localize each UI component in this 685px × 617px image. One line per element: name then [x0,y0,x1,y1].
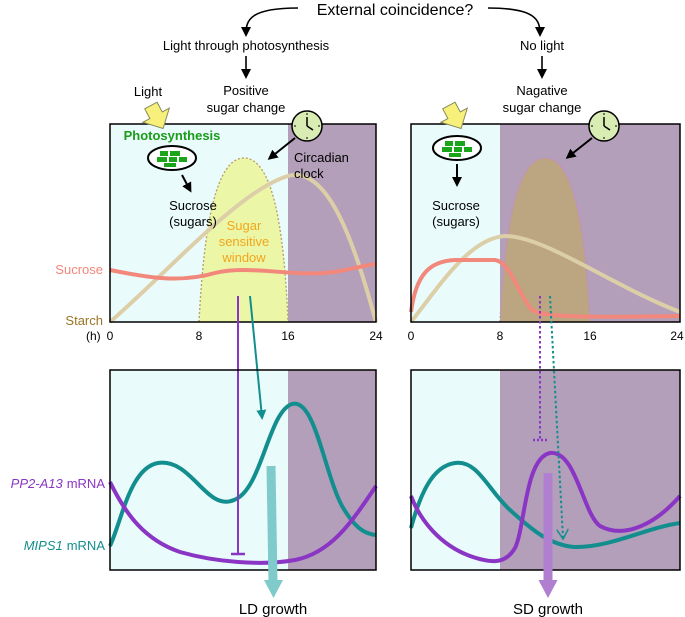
panel-border-bottom [109,369,377,571]
panel-border-sd [410,123,681,323]
tick-left-0: 0 [107,329,114,343]
photosynthesis-label: Photosynthesis [124,128,221,143]
sugar-window-border-sd [499,157,591,323]
circadian-label-1: Circadian [294,150,349,165]
mips1-mrna: mRNA [67,538,106,553]
window-label-3: window [221,250,266,265]
panel-border [109,123,377,323]
panel-bottom-left [108,295,378,571]
sugar-window-border [198,157,289,323]
clock-arrow-left [267,137,296,160]
mips1-label: MIPS1 mRNA [24,538,106,553]
induction-arrow-ld [249,295,267,420]
chloroplast-to-sucrose-arrow [181,174,192,193]
tick-left-16: 16 [281,329,295,343]
branch-arrow-right [487,7,545,37]
sucrose-label-2: (sugars) [169,214,217,229]
tick-left-8: 8 [196,329,203,343]
sucrose-label-sd-1: Sucrose [432,198,480,213]
sucrose-label-1: Sucrose [169,198,217,213]
sucrose-axis-label: Sucrose [55,262,103,277]
pp2-curve-sd [409,451,682,564]
starch-curve-sd [409,233,681,324]
starch-curve [108,173,378,324]
panel-bottom-right [409,295,682,571]
panel-top-left [108,123,378,324]
sd-growth-arrow [538,473,558,598]
tick-right-8: 8 [497,329,504,343]
light-label: Light [134,84,163,99]
question-title: External coincidence? [317,2,474,19]
mips1-curve-sd [409,460,681,550]
tick-left-24: 24 [369,329,383,343]
tick-right-24: 24 [670,329,684,343]
pp2-mrna: mRNA [67,476,106,491]
tick-right-0: 0 [408,329,415,343]
right-change-line1: Nagative [516,83,567,98]
left-change-line2: sugar change [207,100,286,115]
night-region [288,124,376,322]
chloroplast-icon [147,145,197,171]
sucrose-label-sd-2: (sugars) [432,214,480,229]
window-label-1: Sugar [227,218,262,233]
sugar-sensitive-window [199,158,288,322]
circadian-clock-icon [291,110,323,142]
chloroplast-icon-sd [432,135,482,161]
ld-growth-label: LD growth [239,601,307,617]
ld-growth-arrow [264,465,283,598]
mips1-curve [108,401,377,547]
branch-arrow-left [241,7,299,37]
sugar-sensitive-window-sd [500,158,590,322]
hours-unit-label: (h) [86,329,101,343]
sucrose-curve-sd [409,258,681,319]
night-region-bottom [288,370,376,570]
sd-growth-label: SD growth [513,601,583,617]
pp2-gene-name: PP2-A13 [11,476,64,491]
sucrose-curve [109,262,377,281]
circadian-clock-icon-sd [588,110,620,142]
left-change-line1: Positive [223,83,269,98]
left-condition-label: Light through photosynthesis [163,38,330,53]
clock-arrow-right [565,137,593,159]
day-region-bottom-sd [411,370,500,570]
right-change-line2: sugar change [503,100,582,115]
tick-right-16: 16 [583,329,597,343]
light-arrow [141,101,171,130]
circadian-label-2: clock [294,166,324,181]
starch-axis-label: Starch [65,313,103,328]
induction-arrow-sd [549,295,563,538]
pp2-curve [108,481,378,565]
right-condition-label: No light [520,38,564,53]
panel-top-right [409,123,681,324]
window-label-2: sensitive [219,234,270,249]
mips1-gene-name: MIPS1 [24,538,63,553]
night-region-bottom-sd [500,370,680,570]
light-arrow-sd [439,101,469,130]
